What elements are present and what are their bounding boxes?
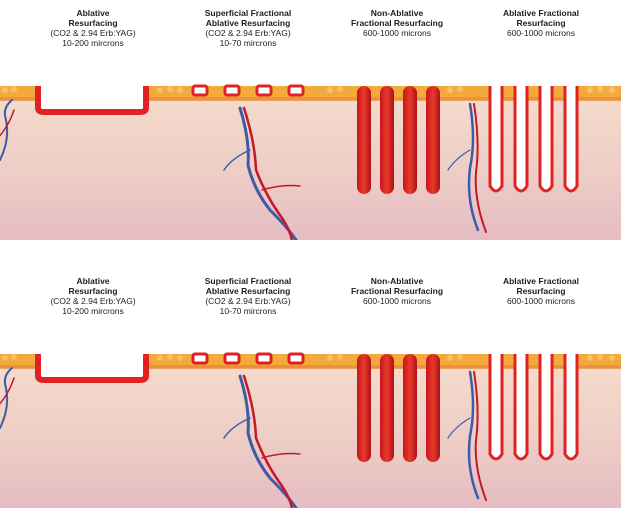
ablative-fractional-channels — [488, 354, 579, 461]
epidermis-layer — [0, 86, 621, 100]
label-ablative-resurfacing: Ablative Resurfacing (CO2 & 2.94 Erb:YAG… — [50, 8, 136, 48]
diagram-panel-bottom: Ablative Resurfacing (CO2 & 2.94 Erb:YAG… — [0, 268, 621, 508]
label-non-ablative-fractional: Non-Ablative Fractional Resurfacing 600-… — [350, 8, 444, 38]
blood-vessels — [0, 367, 487, 508]
label-superficial-fractional: Superficial Fractional Ablative Resurfac… — [204, 8, 292, 48]
ablative-resurfacing-zone — [35, 86, 149, 115]
label-ablative-fractional: Ablative Fractional Resurfacing 600-1000… — [502, 276, 580, 306]
skin-cross-section — [0, 352, 621, 508]
superficial-fractional-zones — [191, 84, 305, 97]
ablative-resurfacing-zone — [35, 354, 149, 383]
diagram-panel-top: Ablative Resurfacing (CO2 & 2.94 Erb:YAG… — [0, 0, 621, 240]
label-superficial-fractional: Superficial Fractional Ablative Resurfac… — [204, 276, 292, 316]
label-ablative-fractional: Ablative Fractional Resurfacing 600-1000… — [502, 8, 580, 38]
skin-cross-section — [0, 84, 621, 240]
non-ablative-columns — [357, 354, 440, 462]
epidermis-layer — [0, 354, 621, 368]
label-ablative-resurfacing: Ablative Resurfacing (CO2 & 2.94 Erb:YAG… — [50, 276, 136, 316]
blood-vessels — [0, 99, 487, 240]
non-ablative-columns — [357, 86, 440, 194]
ablative-fractional-channels — [488, 86, 579, 193]
superficial-fractional-zones — [191, 352, 305, 365]
label-non-ablative-fractional: Non-Ablative Fractional Resurfacing 600-… — [350, 276, 444, 306]
